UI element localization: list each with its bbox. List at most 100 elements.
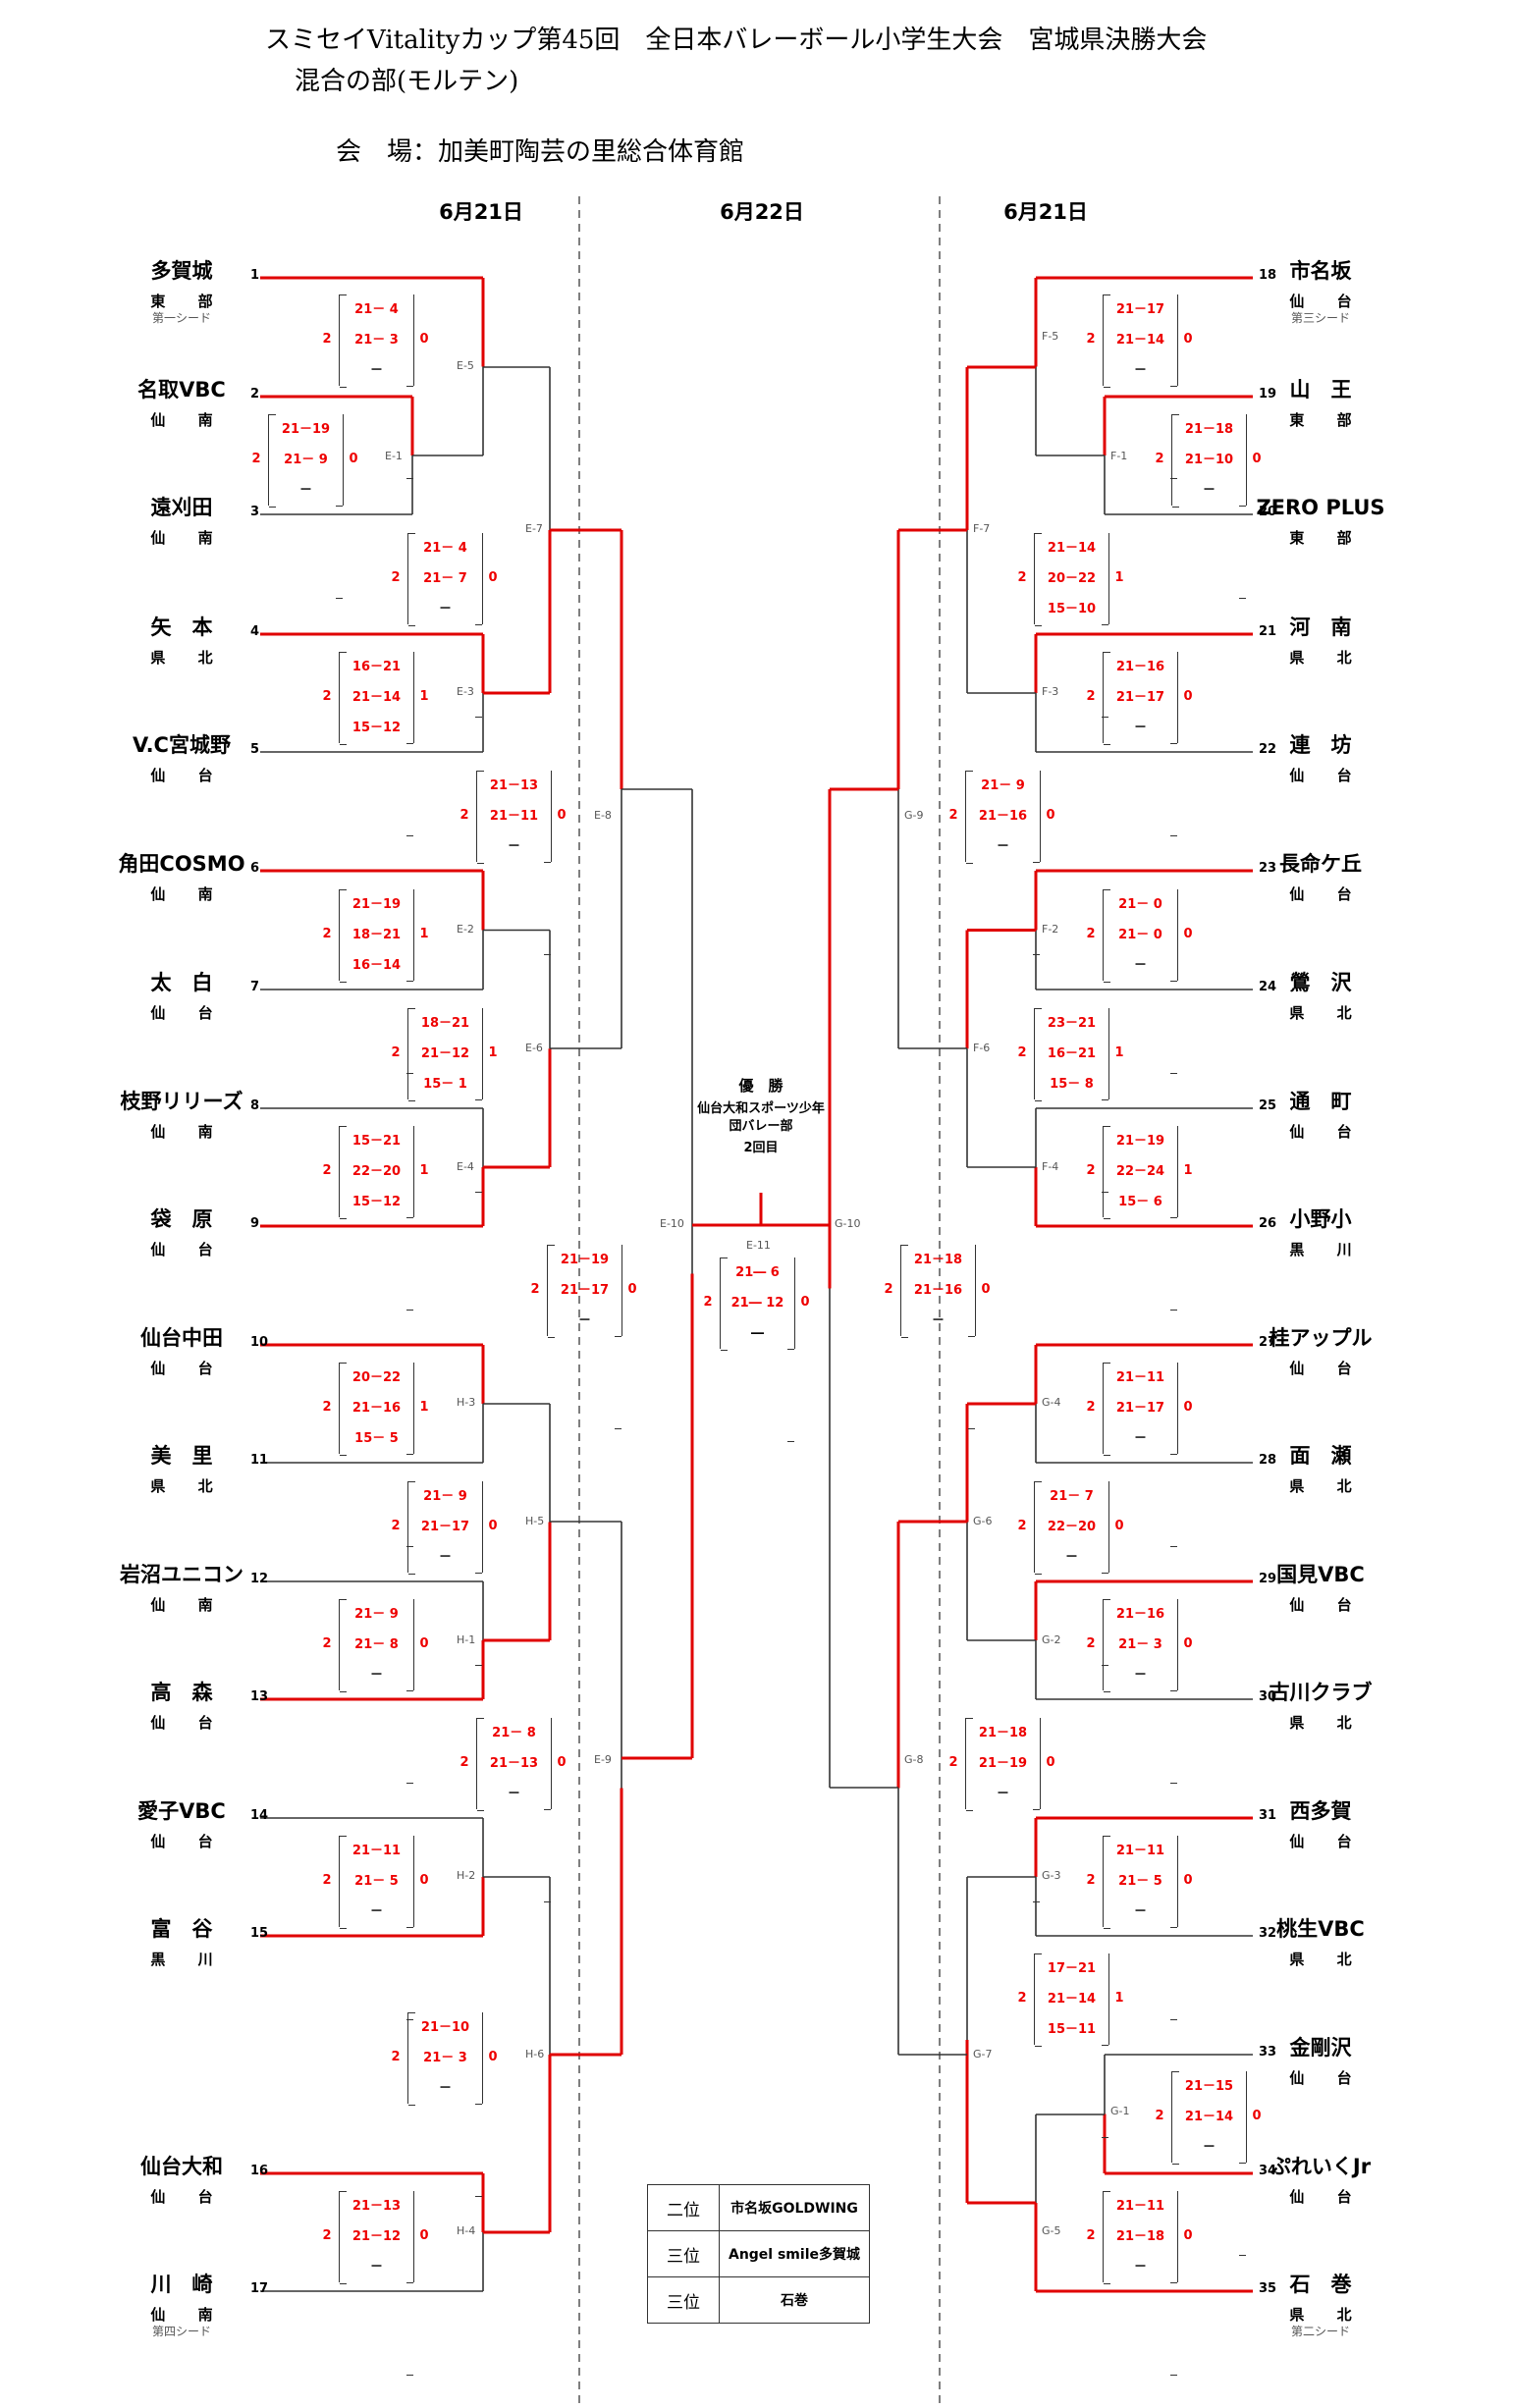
- set-score: 15－11: [1047, 2022, 1097, 2037]
- team-name: 通 町: [1289, 1090, 1352, 1113]
- set-score: －: [931, 1313, 945, 1328]
- match-label: E-7: [525, 522, 543, 535]
- team-name: 古川クラブ: [1269, 1681, 1373, 1704]
- sets-lost: 0: [1046, 1755, 1055, 1770]
- set-score: 15－ 1: [423, 1077, 467, 1092]
- set-score: 21－17: [1115, 302, 1165, 317]
- team-region: 仙 南: [150, 1596, 213, 1614]
- set-score: 21－10: [420, 2020, 470, 2035]
- champion-title: 優 勝: [738, 1077, 784, 1095]
- set-score: 21－14: [1047, 541, 1097, 556]
- slot-number: 8: [250, 1098, 260, 1113]
- slot-number: 10: [250, 1335, 269, 1350]
- set-score: 21－19: [281, 422, 331, 437]
- slot-number: 12: [250, 1572, 269, 1586]
- sets-lost: 0: [1183, 689, 1193, 704]
- ranking-place: 二位: [647, 2184, 720, 2231]
- team-region: 仙 南: [150, 529, 213, 547]
- match-label: E-5: [457, 359, 474, 372]
- team-region: 仙 台: [150, 767, 213, 784]
- sets-won: 2: [1017, 1045, 1027, 1060]
- set-score: 21－13: [489, 778, 539, 793]
- team-name: 岩沼ユニコン: [120, 1563, 243, 1586]
- sets-lost: 1: [488, 1045, 498, 1060]
- set-score: 21－14: [1047, 1992, 1097, 2007]
- sets-won: 2: [1017, 1519, 1027, 1533]
- sets-won: 2: [322, 689, 332, 704]
- match-label: E-11: [746, 1239, 771, 1252]
- slot-number: 7: [250, 980, 260, 994]
- set-score: －: [1133, 2260, 1147, 2274]
- sets-lost: 0: [1183, 332, 1193, 347]
- sets-lost: 1: [419, 1400, 429, 1415]
- set-score: 21－14: [351, 690, 402, 705]
- team-30: 古川クラブ県 北: [1242, 1683, 1399, 1731]
- team-name: 富 谷: [150, 1917, 213, 1941]
- sets-won: 2: [322, 1163, 332, 1178]
- team-1: 多賀城東 部第一シード: [103, 261, 260, 325]
- set-score: 21－ 3: [423, 2051, 467, 2065]
- sets-won: 2: [1155, 452, 1164, 466]
- team-name: 桂アップル: [1269, 1326, 1373, 1350]
- team-name: 仙台大和: [140, 2155, 223, 2178]
- set-score: －: [1202, 483, 1216, 498]
- match-label: G-2: [1042, 1633, 1061, 1646]
- match-label: F-6: [973, 1042, 991, 1054]
- champion-team: 仙台大和スポーツ少年団バレー部: [697, 1101, 825, 1134]
- sets-lost: 0: [488, 1519, 498, 1533]
- set-score: －: [1133, 363, 1147, 378]
- team-name: 石 巻: [1289, 2273, 1352, 2296]
- match-label: E-6: [525, 1042, 543, 1054]
- team-region: 仙 台: [1289, 1123, 1352, 1141]
- team-region: 東 部: [150, 293, 213, 310]
- ranking-place: 三位: [647, 2230, 720, 2277]
- team-name: 太 白: [150, 971, 213, 994]
- team-7: 太 白仙 台: [103, 973, 260, 1021]
- team-name: 愛子VBC: [137, 1799, 226, 1823]
- set-score: 21－11: [1115, 1370, 1165, 1385]
- match-label: G-4: [1042, 1396, 1061, 1409]
- sets-lost: 1: [1114, 570, 1124, 585]
- set-score: 15－12: [351, 721, 402, 735]
- set-score: －: [1133, 1668, 1147, 1683]
- team-name: 袋 原: [150, 1207, 213, 1231]
- set-score: 16－21: [1047, 1046, 1097, 1061]
- slot-number: 5: [250, 742, 260, 757]
- set-score: 21－ 3: [1118, 1637, 1162, 1652]
- set-score: －: [369, 1668, 383, 1683]
- sets-won: 2: [322, 1873, 332, 1888]
- match-label: G-8: [904, 1753, 924, 1766]
- set-score: －: [1133, 1431, 1147, 1446]
- team-22: 連 坊仙 台: [1242, 735, 1399, 783]
- team-name: 金剛沢: [1289, 2036, 1352, 2060]
- sets-lost: 0: [1183, 1636, 1193, 1651]
- team-region: 仙 台: [150, 1360, 213, 1377]
- slot-number: 1: [250, 268, 260, 283]
- sets-won: 2: [1086, 332, 1096, 347]
- team-name: 角田COSMO: [118, 852, 245, 876]
- match-label: G-1: [1110, 2105, 1130, 2117]
- match-label: F-3: [1042, 685, 1059, 698]
- match-label: E-4: [457, 1160, 474, 1173]
- set-score: －: [1064, 1550, 1078, 1565]
- team-region: 黒 川: [150, 1951, 213, 1968]
- ranking-place: 三位: [647, 2276, 720, 2324]
- set-score: 21－17: [1115, 690, 1165, 705]
- sets-lost: 1: [419, 1163, 429, 1178]
- sets-lost: 1: [1114, 1991, 1124, 2006]
- set-score: 21－11: [1115, 1844, 1165, 1858]
- sets-won: 2: [1086, 1163, 1096, 1178]
- sets-won: 2: [1017, 1991, 1027, 2006]
- set-score: 21－17: [420, 1520, 470, 1534]
